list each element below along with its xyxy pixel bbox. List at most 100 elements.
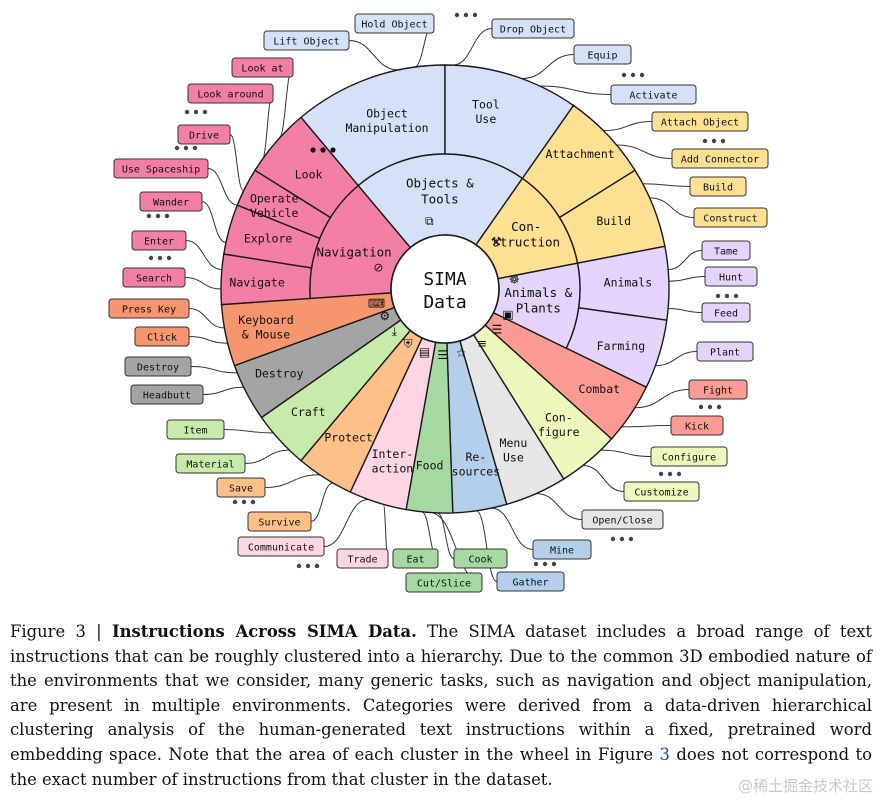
leaf-label: Lift Object [273,36,339,47]
leaf-box [651,111,749,132]
leaf-label: Search [136,273,172,284]
leaf-box [231,57,294,78]
figure-reference-link[interactable]: 3 [659,744,670,764]
leaf-box [623,481,700,502]
leaf-mine: Mine [532,539,592,560]
more-items-ellipsis [621,72,645,78]
more-items-ellipsis [715,293,739,299]
leaf-configure: Configure [650,446,728,467]
segment-label-interaction: Inter-action [372,447,414,475]
leaf-connector [429,512,483,583]
leaf-label: Look around [197,89,263,100]
leaf-label: Equip [587,50,617,61]
leaf-box [670,415,724,436]
leaf-box [166,419,225,440]
more-items-ellipsis [454,12,478,18]
segment-configure-seg-text: figure [538,425,580,439]
leaf-connector [201,201,227,243]
leaf-label: Headbutt [143,390,191,401]
segment-label-configure-seg: Con-figure [538,410,580,438]
segment-object-manipulation-text: Manipulation [345,121,428,135]
tools-icon: ⚒ [491,234,502,248]
leaf-look-around: Look around [187,83,274,104]
leaf-connector [634,389,690,409]
paw-icon: ☸ [509,272,520,286]
segment-label-explore: Explore [244,231,293,245]
leaf-search: Search [122,267,186,288]
leaf-connector [264,474,320,488]
leaf-connector [521,54,575,79]
leaf-label: Save [229,483,253,494]
leaf-connector [649,197,695,218]
segment-label-combat: Combat [579,382,621,396]
segment-label-attachment: Attachment [545,147,614,161]
leaf-box [134,326,190,347]
shield-icon: ⛨ [404,337,413,351]
inner-label-animals-plants: Animals &Plants [504,285,572,316]
leaf-box [532,539,592,560]
leaf-box [392,548,439,569]
segment-food-text: Food [416,458,444,472]
leaf-box [696,341,754,362]
segment-combat-text: Combat [579,382,621,396]
leaf-box [187,83,274,104]
leaf-connector [223,429,274,434]
leaf-box [704,266,758,287]
more-items-ellipsis [232,499,256,505]
segment-craft-text: Craft [291,405,326,419]
leaf-label: Destroy [137,362,179,373]
leaf-box [453,548,508,569]
leaf-connector [475,510,498,582]
caption-title: Instructions Across SIMA Data. [111,622,417,641]
leaf-label: Survive [258,517,300,528]
leaf-label: Look at [241,63,283,74]
leaf-box [573,44,632,65]
leaf-box [671,148,769,169]
leaf-label: Drop Object [500,24,566,35]
leaf-box [688,379,748,400]
leaf-drop-object: Drop Object [491,18,575,39]
leaf-build: Build [689,176,747,197]
leaf-label: Attach Object [661,117,739,128]
segment-protect-text: Protect [324,431,372,445]
chat-icon: ▤ [419,345,430,359]
more-items-ellipsis [533,561,557,567]
segment-keyboard-mouse-text: Keyboard [238,313,293,327]
segment-tool-use-text: Tool [472,98,500,112]
leaf-hold-object: Hold Object [354,13,435,34]
leaf-connector [188,308,225,329]
leaf-click: Click [134,326,190,347]
leaf-box [491,18,575,39]
caption-label: Figure 3 | [10,622,112,641]
leaf-fight: Fight [688,379,748,400]
leaf-label: Hunt [719,272,743,283]
leaf-connector [539,85,612,95]
leaf-material: Material [175,453,246,474]
leaf-connector [436,512,455,559]
leaf-box [689,176,747,197]
leaf-item: Item [166,419,225,440]
segment-label-resources: Re-sources [452,450,500,478]
tractor-icon: ▣ [502,308,513,322]
watermark: @稀土掘金技术社区 [737,777,873,795]
leaf-gather: Gather [496,571,565,592]
leaf-box [177,124,231,145]
more-items-ellipsis [702,138,726,144]
leaf-use-spaceship: Use Spaceship [113,158,209,179]
leaf-trade: Trade [336,548,389,569]
segment-label-build: Build [596,214,631,228]
segment-build-text: Build [596,214,631,228]
leaf-label: Activate [629,90,677,101]
leaf-box [122,267,186,288]
leaf-connector [642,183,691,187]
leaf-connector [244,449,290,464]
more-items-ellipsis [146,213,170,219]
leaf-connector [582,465,625,492]
leaf-label: Feed [714,308,738,319]
leaf-press-key: Press Key [108,298,190,319]
leaf-box [263,30,350,51]
leaf-label: Eat [406,554,424,565]
more-items-ellipsis [698,404,722,410]
